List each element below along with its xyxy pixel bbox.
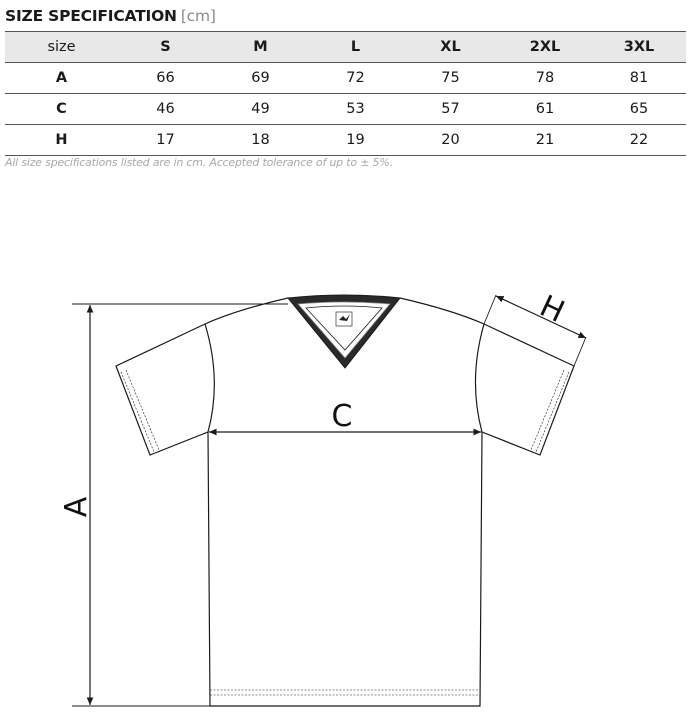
table-row: A 66 69 72 75 78 81 — [5, 62, 686, 94]
table-cell: 17 — [118, 124, 213, 156]
header-2xl: 2XL — [498, 31, 592, 63]
table-cell: 20 — [403, 124, 498, 156]
header-m: M — [213, 31, 308, 63]
row-label: C — [5, 93, 118, 125]
table-cell: 21 — [498, 124, 592, 156]
label-c: C — [332, 399, 353, 434]
table-cell: 22 — [592, 124, 686, 156]
tshirt-outline — [115, 297, 575, 707]
row-label: A — [5, 62, 118, 94]
table-cell: 69 — [213, 62, 308, 94]
header-3xl: 3XL — [592, 31, 686, 63]
title-text: SIZE SPECIFICATION — [5, 7, 177, 25]
label-a: A — [59, 496, 94, 517]
table-header-row: size S M L XL 2XL 3XL — [5, 31, 686, 63]
table-cell: 66 — [118, 62, 213, 94]
header-s: S — [118, 31, 213, 63]
title-unit: [cm] — [180, 7, 216, 25]
table-cell: 57 — [403, 93, 498, 125]
dimension-a — [72, 303, 288, 707]
table-row: C 46 49 53 57 61 65 — [5, 93, 686, 125]
label-h: H — [534, 289, 569, 330]
bottom-hem — [210, 689, 480, 696]
page-title: SIZE SPECIFICATION[cm] — [5, 7, 216, 25]
table-cell: 18 — [213, 124, 308, 156]
v-neck-collar — [287, 294, 401, 369]
tolerance-note: All size specifications listed are in cm… — [5, 156, 393, 169]
row-label: H — [5, 124, 118, 156]
table-cell: 53 — [308, 93, 403, 125]
table-row: H 17 18 19 20 21 22 — [5, 124, 686, 156]
table-cell: 72 — [308, 62, 403, 94]
left-armhole — [204, 323, 215, 433]
table-cell: 46 — [118, 93, 213, 125]
table-cell: 49 — [213, 93, 308, 125]
table-cell: 78 — [498, 62, 592, 94]
table-cell: 81 — [592, 62, 686, 94]
bird-logo-icon — [339, 314, 350, 321]
table-cell: 61 — [498, 93, 592, 125]
tshirt-body — [115, 297, 575, 707]
left-sleeve-hem — [120, 369, 160, 453]
header-size: size — [5, 31, 118, 63]
header-l: L — [308, 31, 403, 63]
right-sleeve-hem — [530, 369, 570, 453]
header-xl: XL — [403, 31, 498, 63]
table-cell: 19 — [308, 124, 403, 156]
table-cell: 75 — [403, 62, 498, 94]
dimension-h — [483, 294, 587, 367]
size-table: size S M L XL 2XL 3XL A 66 69 72 75 78 8… — [5, 31, 686, 156]
right-armhole — [474, 323, 485, 433]
table-cell: 65 — [592, 93, 686, 125]
